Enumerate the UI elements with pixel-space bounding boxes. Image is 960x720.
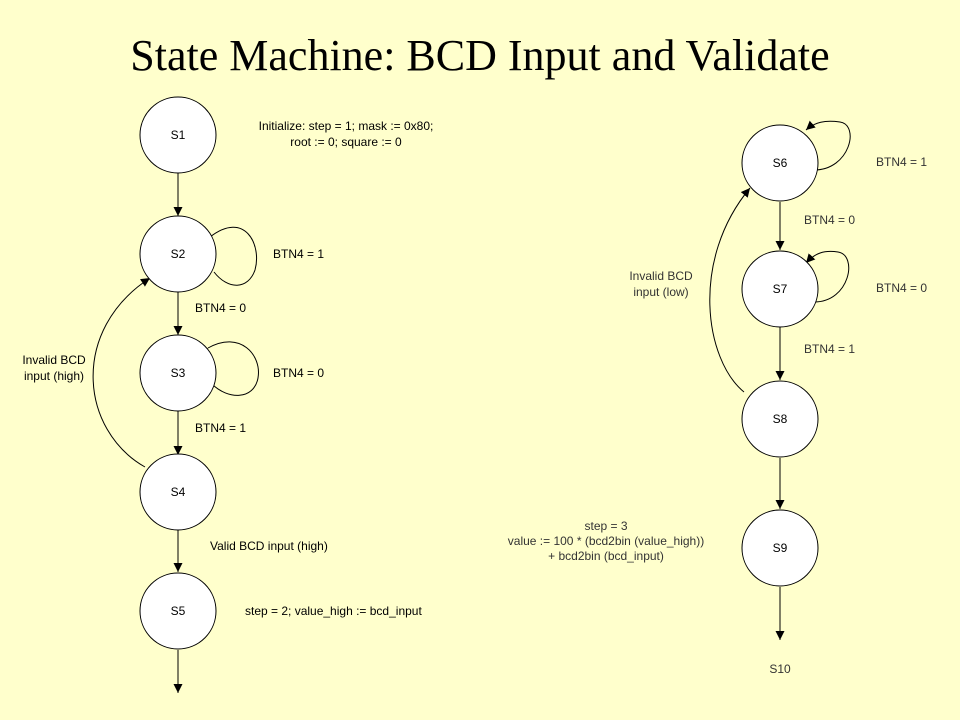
state-s7: S7 <box>741 250 819 328</box>
label-s6-s7: BTN4 = 0 <box>804 213 855 227</box>
label-s7-s8: BTN4 = 1 <box>804 342 855 356</box>
state-s1: S1 <box>139 96 217 174</box>
label-s2-self: BTN4 = 1 <box>273 247 324 261</box>
state-s2-label: S2 <box>171 247 186 261</box>
edge-s4-s2 <box>92 277 151 468</box>
edge-s3-self <box>197 341 259 396</box>
label-s6-self: BTN4 = 1 <box>876 155 927 169</box>
label-s2-s3: BTN4 = 0 <box>195 301 246 315</box>
note-s1-line1: Initialize: step = 1; mask := 0x80; <box>259 119 434 133</box>
edge-s7-self <box>805 250 850 303</box>
label-s4-s2-line1: Invalid BCD <box>22 353 86 367</box>
state-s5-label: S5 <box>171 604 186 618</box>
state-s4-label: S4 <box>171 485 186 499</box>
edge-s2-self <box>209 226 257 286</box>
state-s9-label: S9 <box>773 541 788 555</box>
label-s3-self: BTN4 = 0 <box>273 366 324 380</box>
state-s6-label: S6 <box>773 156 788 170</box>
label-s3-s4: BTN4 = 1 <box>195 421 246 435</box>
note-s9-line1: step = 3 <box>584 519 627 533</box>
note-s1-line2: root := 0; square := 0 <box>290 135 402 149</box>
state-s3-label: S3 <box>171 366 186 380</box>
state-s1-label: S1 <box>171 128 186 142</box>
edge-s6-self <box>805 120 851 171</box>
state-s7-label: S7 <box>773 282 788 296</box>
label-s4-s2-line2: input (high) <box>24 369 84 383</box>
label-s10: S10 <box>769 662 791 676</box>
state-s6: S6 <box>741 124 819 202</box>
edge-s8-s6 <box>709 187 751 393</box>
state-s4: S4 <box>139 453 217 531</box>
slide-title: State Machine: BCD Input and Validate <box>130 31 830 80</box>
state-s9: S9 <box>741 509 819 587</box>
state-s8: S8 <box>741 380 819 458</box>
state-s3: S3 <box>139 334 217 412</box>
label-s8-s6-line2: input (low) <box>633 285 688 299</box>
state-s5: S5 <box>139 572 217 650</box>
state-s2: S2 <box>139 215 217 293</box>
label-s7-self: BTN4 = 0 <box>876 281 927 295</box>
note-s9-line2: value := 100 * (bcd2bin (value_high)) <box>508 534 704 548</box>
note-s5: step = 2; value_high := bcd_input <box>245 604 422 618</box>
label-s4-s5: Valid BCD input (high) <box>210 539 328 553</box>
state-s8-label: S8 <box>773 412 788 426</box>
note-s9-line3: + bcd2bin (bcd_input) <box>548 549 664 563</box>
label-s8-s6-line1: Invalid BCD <box>629 269 693 283</box>
